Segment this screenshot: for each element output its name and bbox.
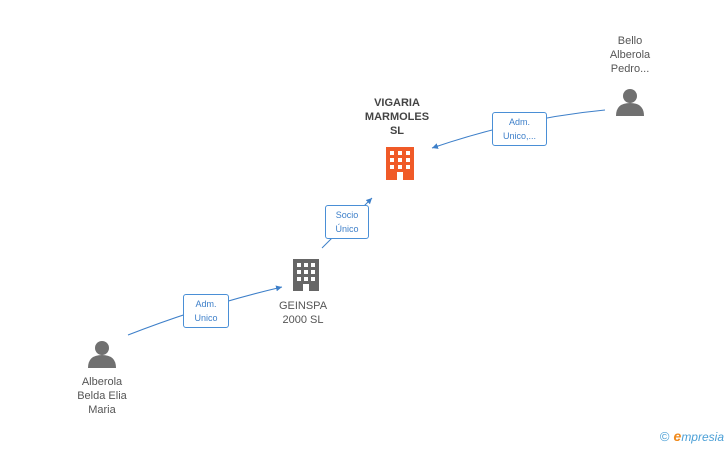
building-icon-main[interactable]	[386, 147, 414, 180]
brand-logo: © empresia	[660, 428, 724, 444]
person-name-bello[interactable]: Bello Alberola Pedro...	[609, 35, 651, 75]
brand-initial: e	[673, 428, 682, 444]
brand-name: mpresia	[681, 430, 724, 444]
company-name-main[interactable]: VIGARIA MARMOLES SL	[364, 97, 430, 137]
edge-label-alberola-geinspa: Adm. Unico	[183, 294, 229, 328]
copyright-symbol: ©	[659, 428, 670, 444]
edge-label-bello-main: Adm. Unico,...	[492, 112, 547, 146]
company-name-geinspa[interactable]: GEINSPA 2000 SL	[278, 300, 328, 326]
person-name-alberola[interactable]: Alberola Belda Elia Maria	[77, 376, 127, 416]
edge-label-geinspa-main: Socio Único	[325, 205, 369, 239]
person-icon-alberola[interactable]	[88, 341, 116, 368]
person-icon-bello[interactable]	[616, 89, 644, 116]
building-icon-geinspa[interactable]	[293, 259, 319, 291]
